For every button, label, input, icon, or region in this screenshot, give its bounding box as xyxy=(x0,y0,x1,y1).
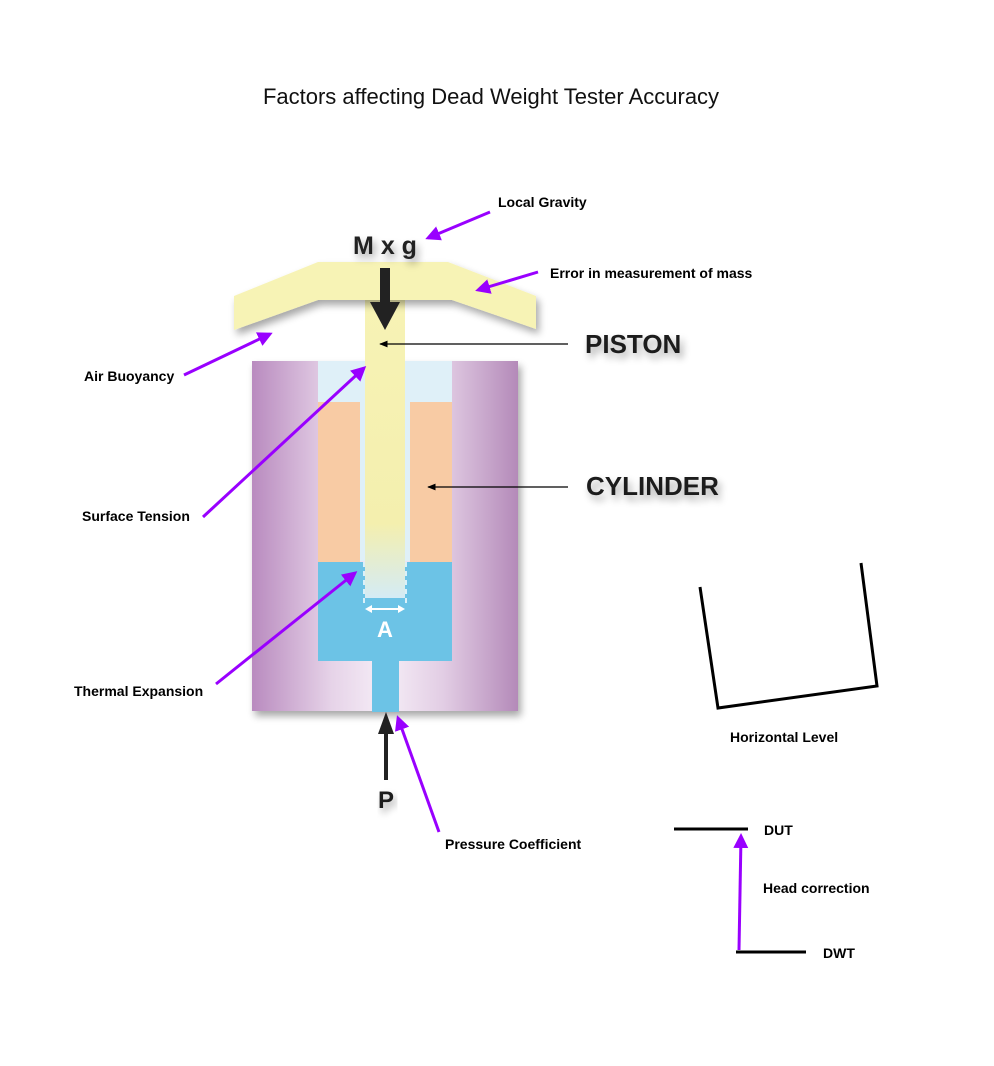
area-label: A xyxy=(377,617,393,642)
pressure-label: P xyxy=(378,787,394,814)
error-annotations xyxy=(183,210,539,833)
piston-label: PISTON xyxy=(585,329,681,359)
force-arrow-shaft xyxy=(380,268,390,308)
pressure-coefficient-arrow xyxy=(395,715,441,833)
mass-error-arrow xyxy=(475,270,539,294)
pressure-coefficient-label: Pressure Coefficient xyxy=(445,836,581,852)
force-arrow-head xyxy=(370,302,400,330)
air-buoyancy-label: Air Buoyancy xyxy=(84,368,174,384)
dwt-label: DWT xyxy=(823,945,855,961)
piston-rod xyxy=(365,300,405,598)
head-correction-label: Head correction xyxy=(763,880,870,896)
air-buoyancy-arrow xyxy=(183,332,273,377)
fluid-inlet xyxy=(372,660,399,712)
local-gravity-arrow xyxy=(425,210,491,241)
horizontal-level-diagram: Horizontal Level xyxy=(698,562,879,745)
thermal-expansion-arrow xyxy=(215,571,358,686)
level-outline xyxy=(698,562,879,710)
cylinder-sleeve-right xyxy=(410,402,452,562)
diagram-title: Factors affecting Dead Weight Tester Acc… xyxy=(263,84,719,109)
local-gravity-label: Local Gravity xyxy=(498,194,587,210)
thermal-expansion-label: Thermal Expansion xyxy=(74,683,203,699)
mass-error-label: Error in measurement of mass xyxy=(550,265,753,281)
dut-label: DUT xyxy=(764,822,793,838)
horizontal-level-label: Horizontal Level xyxy=(730,729,838,745)
head-correction-arrow xyxy=(733,833,749,951)
pressure-arrow-head xyxy=(378,712,394,734)
area-arrowhead-right xyxy=(398,605,405,613)
head-correction-diagram: DUT Head correction DWT xyxy=(674,822,870,961)
dead-weight-tester: A M x g P PISTON CYLINDER xyxy=(234,232,719,814)
surface-tension-label: Surface Tension xyxy=(82,508,190,524)
cylinder-sleeve-left xyxy=(318,402,360,562)
area-arrowhead-left xyxy=(365,605,372,613)
force-label: M x g xyxy=(353,232,417,260)
cylinder-label: CYLINDER xyxy=(586,471,719,501)
surface-tension-arrow xyxy=(201,365,367,519)
pressure-arrow-shaft xyxy=(384,728,388,780)
